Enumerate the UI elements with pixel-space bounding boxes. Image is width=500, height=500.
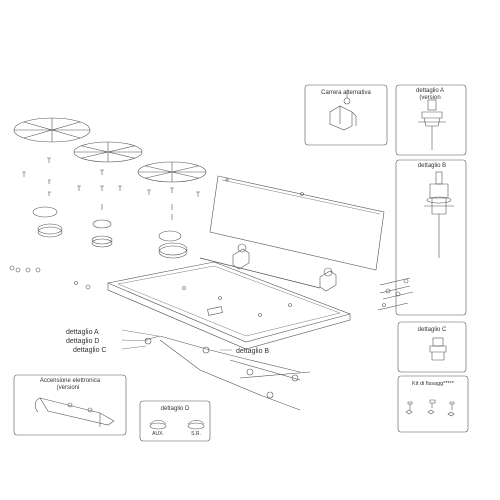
label-dettaglio-b-title: dettaglio B (418, 163, 446, 169)
leader-lines (121, 329, 232, 351)
hinge-right (319, 267, 337, 292)
panel-kit-fissaggio (397, 375, 469, 433)
callout-dettaglio-c: dettaglio C (73, 347, 106, 354)
diagram-labels: Carrera alternativa dettaglio A (version… (40, 88, 455, 437)
label-sr: S.R. (191, 431, 201, 437)
label-accensione-sub: (versioni (57, 385, 80, 391)
pan-support-2 (73, 141, 143, 163)
glass-lid (209, 175, 385, 271)
label-dettaglio-d-title: dettaglio D (161, 406, 190, 412)
panel-accensione-elettronica (13, 374, 127, 436)
label-kit-title: Kit di fissagg***** (412, 381, 455, 387)
label-dettaglio-a-sub: (version (419, 95, 440, 101)
callout-dettaglio-a: dettaglio A (66, 329, 99, 336)
hinge-rod (199, 257, 321, 289)
screws-column-1 (22, 157, 51, 196)
hinge-left (232, 243, 250, 270)
hob-tray (106, 261, 351, 350)
callout-dettaglio-d: dettaglio D (66, 338, 99, 345)
screws-column-3 (147, 187, 200, 220)
label-accensione-title: Accensione elettronica (40, 378, 101, 384)
label-aux: AUX. (152, 431, 164, 437)
label-dettaglio-c-title: dettaglio C (418, 327, 447, 333)
burner-caps (32, 206, 188, 259)
gas-pipe-assembly (144, 335, 311, 411)
left-small-parts (9, 265, 91, 290)
pan-support-1 (13, 117, 91, 143)
panel-dettaglio-d (139, 400, 211, 442)
pan-support-3 (137, 161, 207, 183)
label-carrera-alternativa: Carrera alternativa (321, 90, 371, 96)
panel-dettaglio-c (397, 321, 467, 373)
panel-dettaglio-a (395, 84, 467, 156)
panel-carrera-alternativa (304, 84, 388, 146)
label-dettaglio-a-title: dettaglio A (416, 88, 444, 94)
callout-dettaglio-b: dettaglio B (236, 348, 269, 355)
right-clips (377, 277, 414, 311)
screws-column-2 (77, 169, 122, 210)
panel-dettaglio-b (395, 159, 467, 316)
